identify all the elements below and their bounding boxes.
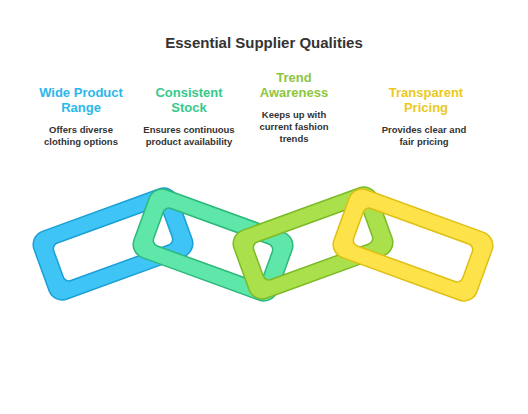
column-description: Ensures continuous product availability — [139, 124, 239, 148]
column-description: Provides clear and fair pricing — [374, 124, 474, 148]
column-heading: Transparent Pricing — [376, 85, 476, 115]
column-description: Keeps up with current fashion trends — [254, 109, 334, 145]
column-heading: Consistent Stock — [139, 85, 239, 115]
chain-link — [329, 185, 496, 305]
diagram-title: Essential Supplier Qualities — [64, 34, 464, 52]
column-heading: Trend Awareness — [244, 70, 344, 100]
column-description: Offers diverse clothing options — [31, 124, 131, 148]
column-heading: Wide Product Range — [31, 85, 131, 115]
